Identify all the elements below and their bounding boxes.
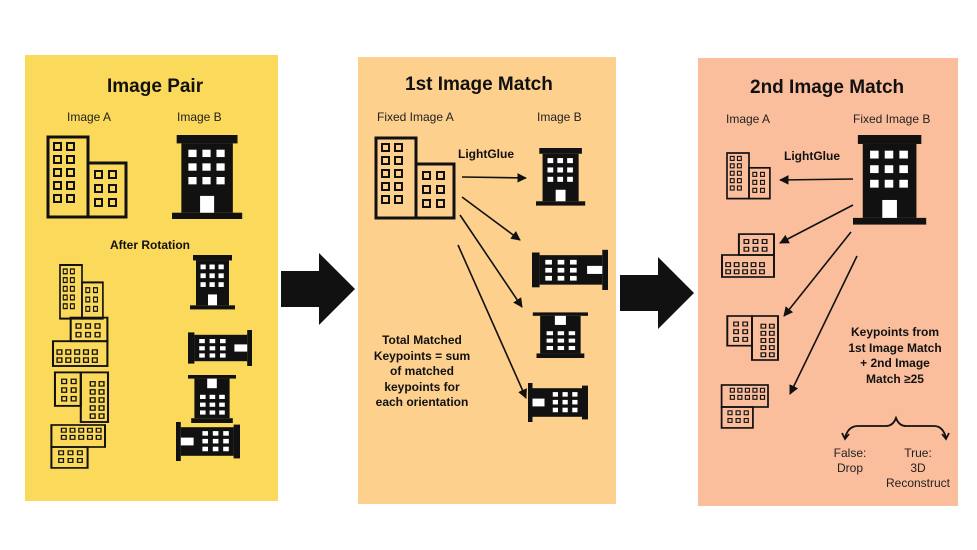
false-branch: False:Drop [830, 446, 870, 476]
second-image-a-0-icon [726, 152, 771, 200]
image-a-building-icon [46, 135, 128, 219]
rotated-image-b-180-icon [188, 375, 236, 423]
image-b-building-icon [172, 135, 243, 219]
rotated-image-b-270-icon [176, 422, 240, 461]
image-pair-title: Image Pair [107, 76, 204, 97]
second-match-arrows [779, 175, 858, 395]
true-branch: True:3D Reconstruct [880, 446, 956, 491]
fixed-image-b-label: Fixed Image B [853, 112, 931, 126]
first-match-arrows [457, 173, 527, 399]
rotated-image-b-90-icon [188, 330, 252, 366]
true-action: 3D Reconstruct [885, 461, 951, 490]
false-label: False: [833, 446, 867, 460]
false-action: Drop [836, 461, 863, 475]
fixed-image-a-building-icon [374, 136, 456, 220]
image-a-label: Image A [67, 110, 112, 124]
lightglue-label-2: LightGlue [784, 149, 840, 163]
decision-brace [844, 415, 947, 439]
match-image-b-270-icon [528, 383, 588, 422]
arrow-a-to-b90 [461, 196, 521, 241]
arrow-a-to-b0 [461, 173, 527, 183]
second-image-a-270-icon [720, 384, 769, 429]
second-match-image-a-label: Image A [726, 112, 771, 126]
match-image-b-0-icon [536, 148, 586, 206]
second-image-a-90-icon [721, 233, 775, 278]
after-rotation-label: After Rotation [110, 238, 190, 252]
rotated-image-a-270-icon [50, 423, 107, 469]
match-image-b-90-icon [532, 249, 608, 290]
image-b-label: Image B [177, 110, 222, 124]
fixed-image-a-label: Fixed Image A [377, 110, 454, 124]
first-match-image-b-label: Image B [537, 110, 582, 124]
brace-left-tip [841, 432, 850, 441]
rotated-image-a-180-icon [53, 371, 110, 424]
big-arrow-2-icon [620, 257, 694, 329]
arrow-b-to-a270 [789, 255, 858, 395]
second-match-title: 2nd Image Match [750, 77, 905, 98]
rotated-image-a-90-icon [51, 316, 109, 368]
first-match-title: 1st Image Match [405, 74, 553, 95]
arrow-b-to-a90 [779, 204, 854, 244]
total-keypoints-note: Total Matched Keypoints = sum of matched… [373, 333, 471, 409]
arrow-b-to-a180 [783, 231, 852, 317]
rotated-image-b-0-icon [190, 255, 235, 310]
arrow-a-to-b180 [459, 214, 523, 308]
lightglue-label-1: LightGlue [458, 147, 514, 161]
keypoints-condition: Keypoints from 1st Image Match + 2nd Ima… [848, 325, 942, 386]
arrow-b-to-a0 [779, 175, 854, 185]
arrow-a-to-b270 [457, 244, 527, 399]
rotated-image-a-0-icon [58, 263, 104, 320]
match-image-b-180-icon [532, 312, 588, 358]
big-arrow-1-icon [281, 253, 355, 325]
second-match-panel [698, 58, 958, 506]
brace-right-tip [941, 432, 950, 441]
fixed-image-b-building-icon [853, 135, 927, 225]
true-label: True: [904, 446, 932, 460]
second-image-a-180-icon [726, 315, 779, 361]
